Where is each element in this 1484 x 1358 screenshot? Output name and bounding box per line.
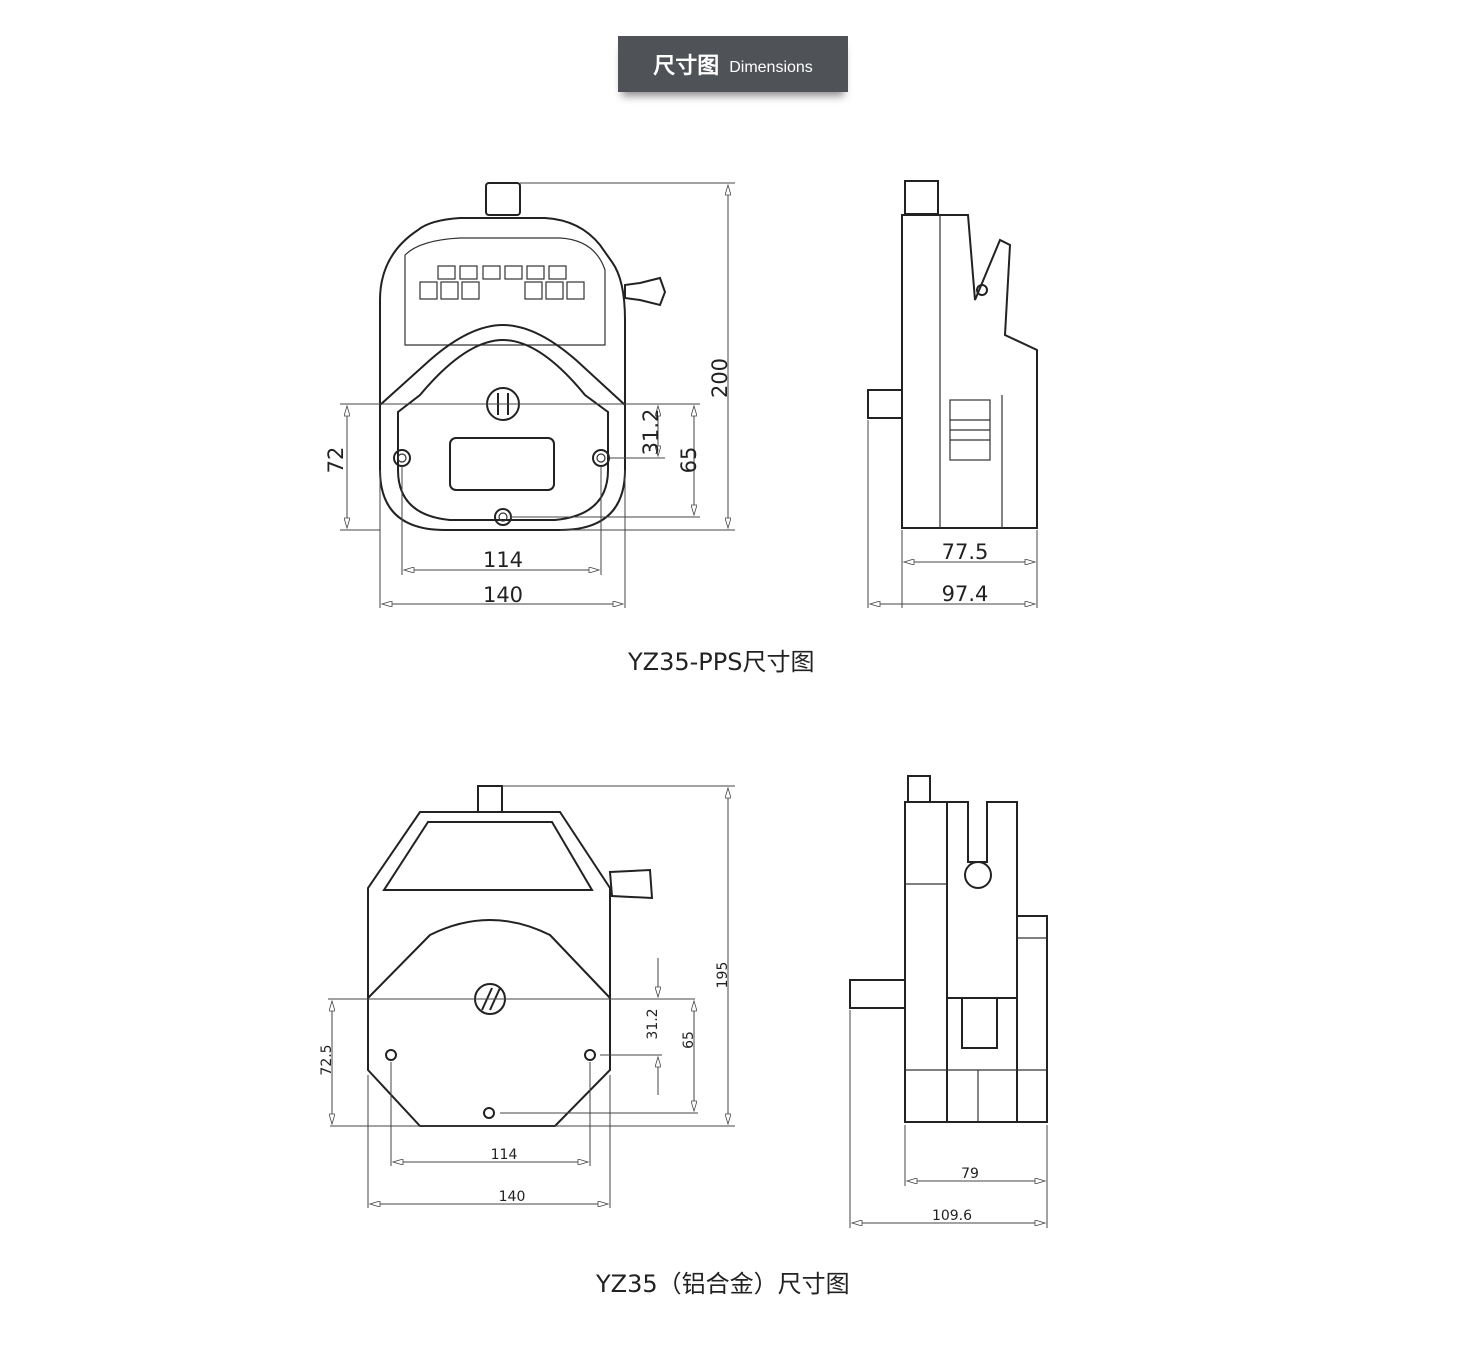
dim-114: 114 — [483, 548, 523, 572]
pps-side-view: 77.5 97.4 — [867, 180, 1038, 608]
alu-front-view: 195 72.5 31.2 65 114 140 — [319, 785, 735, 1208]
dim-140: 140 — [499, 1189, 526, 1205]
dim-65: 65 — [677, 447, 701, 474]
dim-97-4: 97.4 — [942, 582, 989, 606]
dim-31-2: 31.2 — [645, 1008, 661, 1039]
header-title-cn: 尺寸图 — [653, 54, 720, 79]
alu-side-view: 79 109.6 — [849, 775, 1048, 1228]
dim-77-5: 77.5 — [942, 540, 989, 564]
dim-79: 79 — [961, 1166, 979, 1182]
dim-65: 65 — [681, 1031, 697, 1049]
dim-31-2: 31.2 — [639, 409, 663, 456]
section-header: 尺寸图 Dimensions — [618, 36, 848, 92]
caption-yz35-aluminium: YZ35（铝合金）尺寸图 — [596, 1270, 850, 1298]
dim-140: 140 — [483, 583, 523, 607]
header-title-en: Dimensions — [729, 59, 813, 76]
dim-109-6: 109.6 — [932, 1208, 972, 1224]
dim-72: 72 — [324, 447, 348, 474]
pps-front-view: 200 72 31.2 65 114 140 — [324, 182, 735, 608]
dim-height-195: 195 — [715, 962, 731, 989]
dim-114: 114 — [491, 1147, 518, 1163]
dim-height-200: 200 — [708, 358, 732, 398]
dim-72-5: 72.5 — [319, 1044, 335, 1075]
caption-yz35-pps: YZ35-PPS尺寸图 — [628, 648, 815, 676]
